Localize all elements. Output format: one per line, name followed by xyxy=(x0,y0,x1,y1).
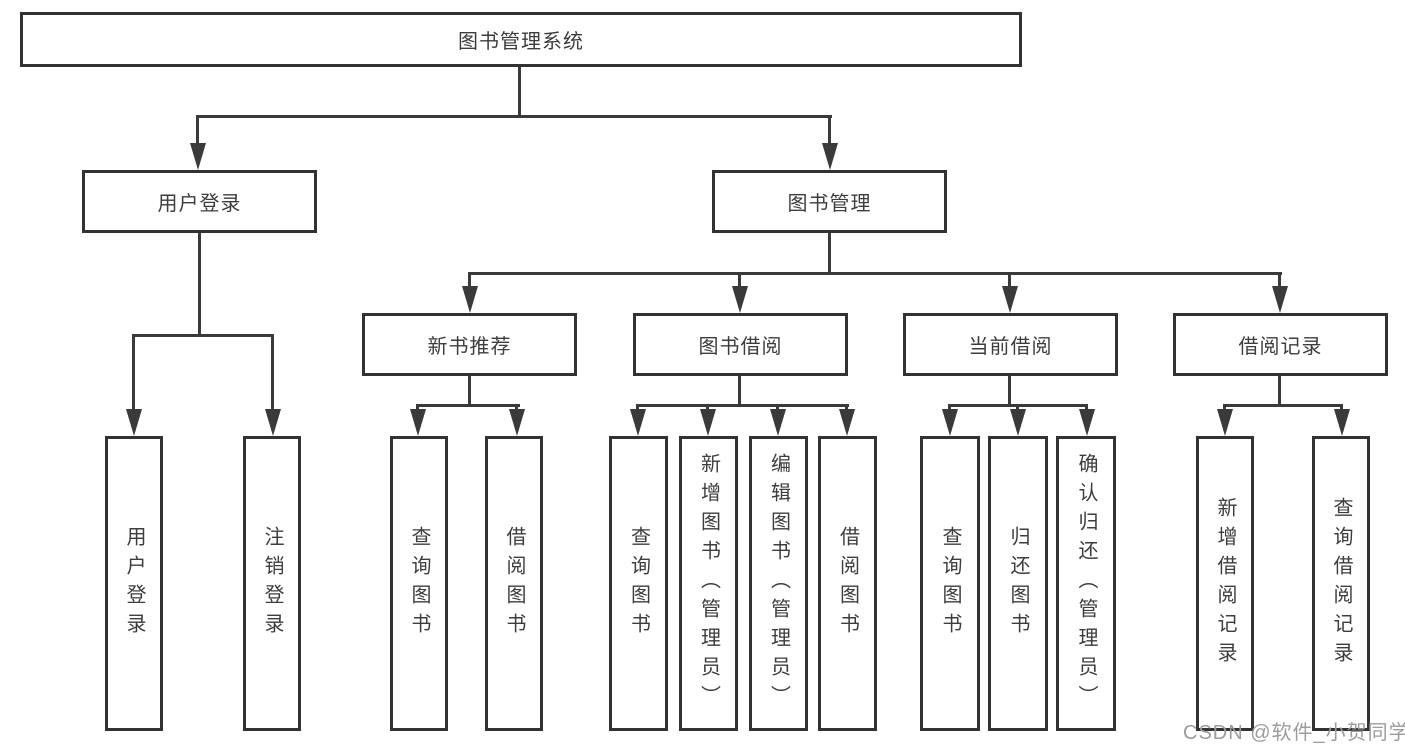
arrowhead-icon xyxy=(630,409,646,436)
leaf-query-books-borrow: 查询图书 xyxy=(609,436,668,731)
arrowhead-icon xyxy=(1002,286,1018,313)
edge-root-stem xyxy=(518,67,521,117)
leaf-borrow-books-recommend: 借阅图书 xyxy=(485,436,543,731)
leaf-label: 新增图书（管理员） xyxy=(697,453,720,714)
edge-to-user-login-stem xyxy=(196,115,199,147)
leaf-label: 借阅图书 xyxy=(836,525,859,642)
arrowhead-icon xyxy=(265,409,281,436)
watermark-text: CSDN @软件_小贺同学 xyxy=(1183,722,1405,744)
leaf-logout: 注销登录 xyxy=(243,436,301,731)
edge-user-login-stem xyxy=(198,233,201,337)
arrowhead-icon xyxy=(1079,409,1095,436)
leaf-user-login: 用户登录 xyxy=(105,436,163,731)
leaf-query-books-recommend: 查询图书 xyxy=(390,436,448,731)
leaf-edit-books-admin: 编辑图书（管理员） xyxy=(749,436,808,731)
arrowhead-icon xyxy=(462,286,478,313)
edge-stem xyxy=(1008,272,1011,288)
edge-hline xyxy=(416,404,520,407)
arrowhead-icon xyxy=(700,409,716,436)
edge-stem xyxy=(468,376,471,407)
leaf-add-books-admin: 新增图书（管理员） xyxy=(679,436,738,731)
leaf-return-books: 归还图书 xyxy=(988,436,1048,731)
leaf-borrow-books: 借阅图书 xyxy=(818,436,877,731)
arrowhead-icon xyxy=(942,409,958,436)
leaf-add-borrow-record: 新增借阅记录 xyxy=(1196,436,1254,731)
edge-hline xyxy=(636,404,849,407)
edge-stem xyxy=(738,272,741,288)
leaf-label: 查询图书 xyxy=(408,525,430,642)
leaf-label: 查询图书 xyxy=(627,525,650,642)
node-book-borrow: 图书借阅 xyxy=(633,313,848,376)
leaf-label: 新增借阅记录 xyxy=(1214,496,1236,671)
node-new-book-recommend: 新书推荐 xyxy=(362,313,577,376)
node-user-login: 用户登录 xyxy=(82,170,317,233)
leaf-label: 归还图书 xyxy=(1007,525,1029,642)
edge-stem xyxy=(738,376,741,407)
edge-stem xyxy=(1278,272,1281,288)
leaf-label: 借阅图书 xyxy=(503,525,525,642)
leaf-label: 注销登录 xyxy=(261,525,283,642)
edge-level2-hline xyxy=(196,115,832,118)
arrowhead-icon xyxy=(1010,409,1026,436)
arrowhead-icon xyxy=(410,409,426,436)
arrowhead-icon xyxy=(770,409,786,436)
node-current-borrow: 当前借阅 xyxy=(903,313,1118,376)
arrowhead-icon xyxy=(1272,286,1288,313)
edge-stem xyxy=(271,334,274,412)
edge-hline xyxy=(1223,404,1343,407)
leaf-label: 查询借阅记录 xyxy=(1330,496,1352,671)
node-borrow-records: 借阅记录 xyxy=(1173,313,1388,376)
leaf-label: 确认归还（管理员） xyxy=(1075,453,1097,714)
node-book-management: 图书管理 xyxy=(712,170,947,233)
arrowhead-icon xyxy=(1334,409,1350,436)
arrowhead-icon xyxy=(839,409,855,436)
edge-stem xyxy=(1008,376,1011,407)
edge-user-login-hline xyxy=(132,334,274,337)
node-system-root: 图书管理系统 xyxy=(20,12,1022,67)
edge-stem xyxy=(132,334,135,412)
edge-stem xyxy=(468,272,471,288)
edge-level3-hline xyxy=(468,272,1282,275)
arrowhead-icon xyxy=(509,409,525,436)
leaf-label: 编辑图书（管理员） xyxy=(767,453,790,714)
arrowhead-icon xyxy=(190,143,206,170)
arrowhead-icon xyxy=(1217,409,1233,436)
arrowhead-icon xyxy=(732,286,748,313)
leaf-query-books-current: 查询图书 xyxy=(920,436,980,731)
edge-stem xyxy=(1278,376,1281,407)
leaf-label: 查询图书 xyxy=(939,525,961,642)
leaf-confirm-return-admin: 确认归还（管理员） xyxy=(1056,436,1116,731)
arrowhead-icon xyxy=(126,409,142,436)
leaf-label: 用户登录 xyxy=(123,525,145,642)
edge-to-book-management-stem xyxy=(828,115,831,147)
edge-book-management-stem xyxy=(828,233,831,275)
leaf-query-borrow-record: 查询借阅记录 xyxy=(1312,436,1370,731)
arrowhead-icon xyxy=(822,143,838,170)
